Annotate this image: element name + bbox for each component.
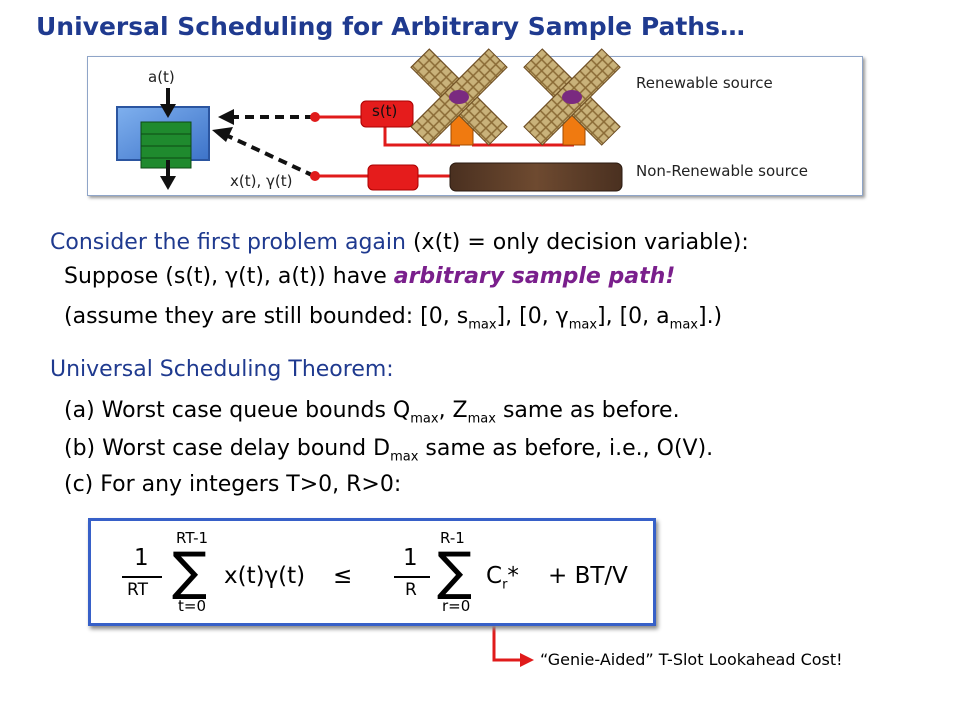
cost-star: * <box>507 563 519 589</box>
left-fraction-numerator: 1 <box>134 545 149 571</box>
left-fraction-denominator: RT <box>127 580 148 600</box>
theorem-a-sub-1: max <box>410 411 439 427</box>
theorem-a-text-3: same as before. <box>495 398 680 423</box>
windmill-2 <box>523 48 621 146</box>
theorem-heading: Universal Scheduling Theorem: <box>50 357 394 382</box>
windmill-1 <box>410 48 508 146</box>
theorem-item-c: (c) For any integers T>0, R>0: <box>64 472 402 497</box>
cost-subscript: r <box>502 577 508 593</box>
intro-heading-note: (x(t) = only decision variable): <box>412 230 749 255</box>
renewable-label: Renewable source <box>636 74 773 92</box>
right-fraction-bar <box>394 576 430 578</box>
right-sigma: ∑ <box>437 542 473 602</box>
plus-term: + BT/V <box>548 563 628 589</box>
intro-heading-line: Consider the first problem again (x(t) =… <box>50 230 749 255</box>
bound-text-2: ], [0, γ <box>496 304 569 329</box>
source-link-label: s(t) <box>372 102 398 120</box>
theorem-b-sub: max <box>390 449 419 465</box>
theorem-a-text-1: (a) Worst case queue bounds Q <box>64 398 411 423</box>
genie-annotation: “Genie-Aided” T-Slot Lookahead Cost! <box>540 650 843 669</box>
slide-title: Universal Scheduling for Arbitrary Sampl… <box>36 12 745 41</box>
theorem-a-sub-2: max <box>467 411 496 427</box>
right-summand: Cr* <box>486 563 519 593</box>
theorem-a-text-2: , Z <box>438 398 468 423</box>
right-fraction-numerator: 1 <box>403 545 418 571</box>
left-sum-lower: t=0 <box>178 597 206 615</box>
renewable-link <box>310 100 460 147</box>
theorem-b-text-1: (b) Worst case delay bound D <box>64 436 391 461</box>
arrival-label: a(t) <box>148 68 175 86</box>
left-fraction-bar <box>122 576 162 578</box>
left-summand: x(t)γ(t) <box>224 563 306 589</box>
theorem-item-a: (a) Worst case queue bounds Qmax, Zmax s… <box>64 398 680 426</box>
nonrenewable-label: Non-Renewable source <box>636 162 808 180</box>
intro-heading: Consider the first problem again <box>50 230 406 255</box>
left-sigma: ∑ <box>172 542 208 602</box>
annotation-arrow <box>492 622 534 667</box>
theorem-item-b: (b) Worst case delay bound Dmax same as … <box>64 436 713 464</box>
left-sum-upper: RT-1 <box>176 529 209 547</box>
dashed-arrow-upper <box>218 109 314 125</box>
departure-arrow <box>160 160 176 190</box>
theorem-b-text-2: same as before, i.e., O(V). <box>418 436 714 461</box>
right-sum-upper: R-1 <box>440 529 465 547</box>
intro-line-1-text: Suppose (s(t), γ(t), a(t)) have <box>64 264 394 289</box>
intro-line-2: (assume they are still bounded: [0, smax… <box>64 304 722 332</box>
bound-text-3: ], [0, a <box>597 304 670 329</box>
less-equal-sign: ≤ <box>333 563 353 589</box>
bound-text-1: (assume they are still bounded: [0, s <box>64 304 469 329</box>
intro-emphasis: arbitrary sample path! <box>393 264 676 289</box>
nonrenewable-link <box>310 164 450 191</box>
bound-sub-3: max <box>669 317 698 333</box>
formula-box <box>88 518 656 626</box>
control-label: x(t), γ(t) <box>230 172 293 190</box>
bound-sub-1: max <box>468 317 497 333</box>
arrival-arrow <box>160 88 176 118</box>
right-sum-lower: r=0 <box>442 597 471 615</box>
bound-sub-2: max <box>568 317 598 333</box>
right-fraction-denominator: R <box>405 580 417 600</box>
nonrenewable-block <box>449 162 623 192</box>
intro-line-1: Suppose (s(t), γ(t), a(t)) have arbitrar… <box>64 264 675 289</box>
dashed-arrow-lower <box>212 127 315 178</box>
bound-text-4: ].) <box>697 304 723 329</box>
cost-symbol: C <box>486 563 503 589</box>
